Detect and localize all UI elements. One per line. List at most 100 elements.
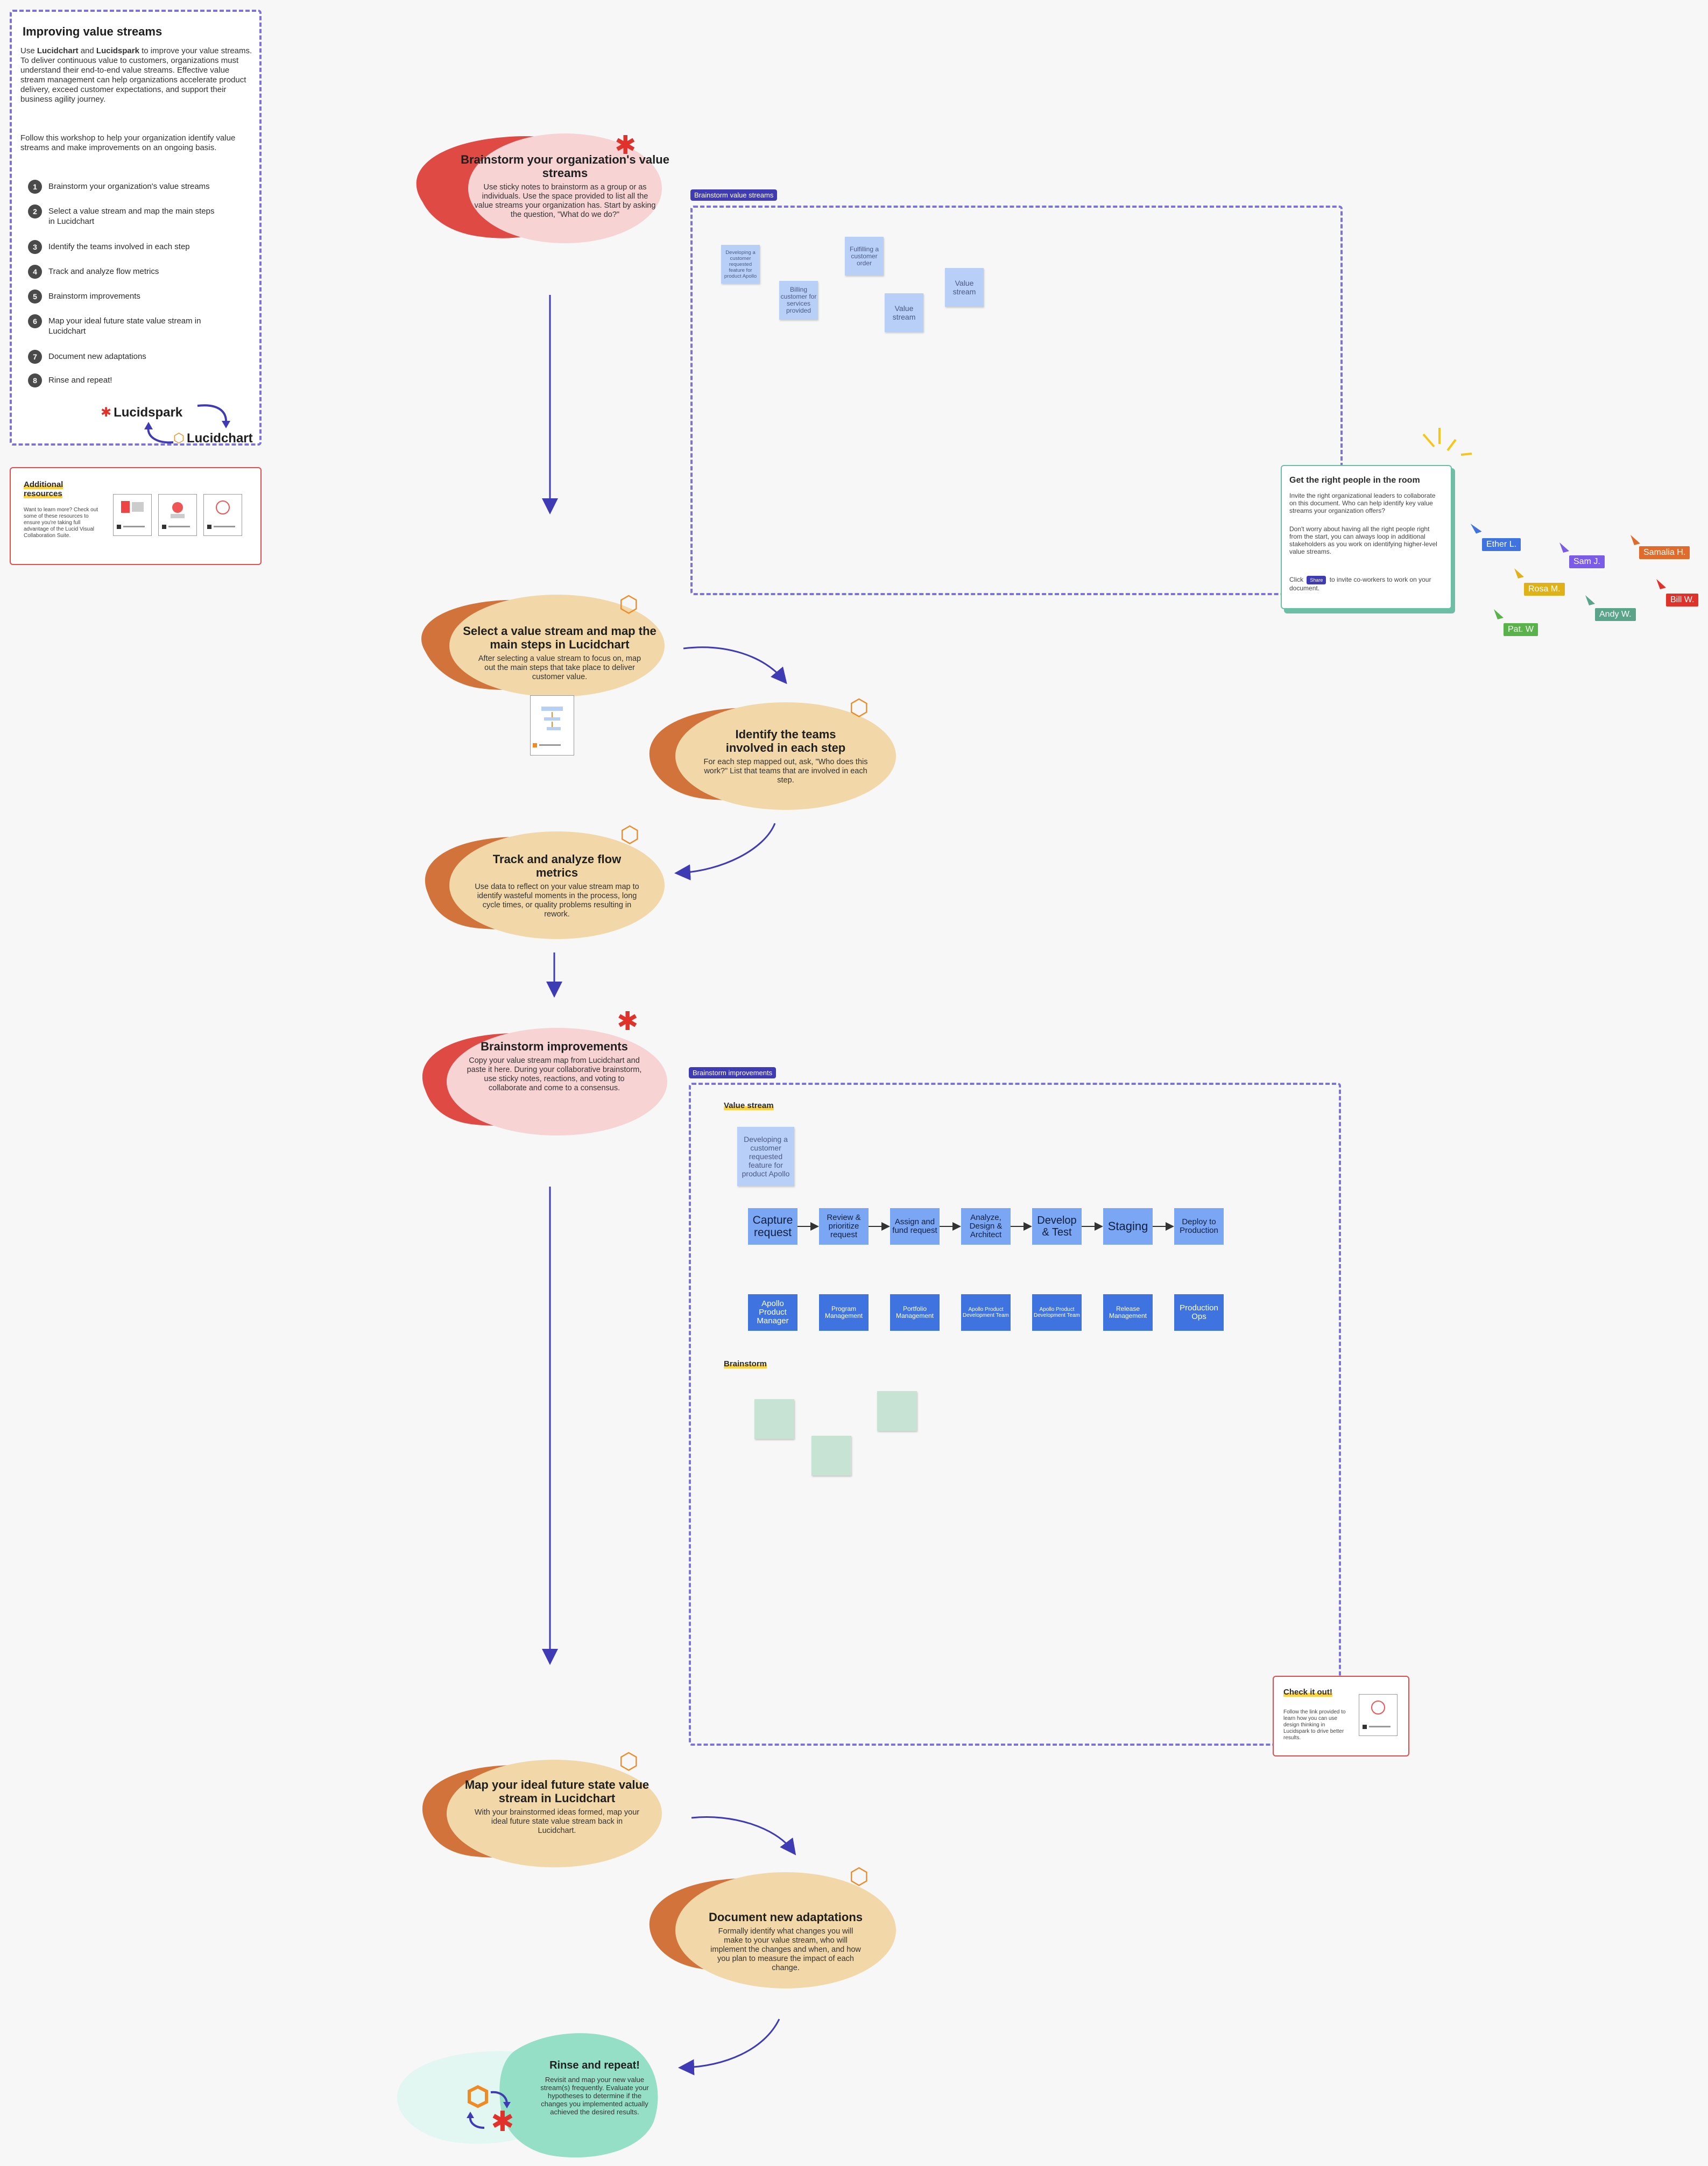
step-4-title: Track and analyze flow metrics (492, 852, 622, 879)
step-text: Select a value stream and map the main s… (48, 207, 215, 226)
intro-paragraph: Use Lucidchart and Lucidspark to improve… (20, 46, 252, 104)
step-7-blob (649, 1872, 896, 1988)
step-4-blob (425, 831, 665, 939)
sticky-note[interactable]: Value stream (945, 268, 984, 307)
step-text: Track and analyze flow metrics (48, 267, 159, 276)
step-3-blob (649, 702, 896, 810)
brainstorm-value-streams-tag[interactable]: Brainstorm value streams (690, 189, 778, 201)
step-6-title: Map your ideal future state value stream… (464, 1778, 650, 1805)
empty-sticky-note[interactable] (754, 1399, 794, 1439)
lucidspark-asterisk-icon: ✱ (615, 131, 637, 160)
team-box[interactable]: Apollo Product Development Team (961, 1294, 1011, 1331)
process-step[interactable]: Review & prioritize request (819, 1208, 869, 1245)
process-step[interactable]: Capture request (748, 1208, 797, 1245)
lucidspark-logo: ✱Lucidspark (101, 405, 183, 420)
step-number: 2 (28, 204, 42, 218)
step-text: Identify the teams involved in each step (48, 242, 190, 251)
brainstorm-improvements-frame[interactable] (689, 1083, 1341, 1746)
check-it-out-card: Check it out! Follow the link provided t… (1273, 1676, 1409, 1756)
step-1-body: Use sticky notes to brainstorm as a grou… (474, 183, 656, 219)
process-step[interactable]: Assign and fund request (890, 1208, 940, 1245)
process-step[interactable]: Deploy to Production (1174, 1208, 1224, 1245)
sticky-note[interactable]: Developing a customer requested feature … (721, 245, 760, 284)
share-button[interactable]: Share (1307, 576, 1326, 584)
team-box[interactable]: Apollo Product Development Team (1032, 1294, 1082, 1331)
lucidchart-hexagon-icon: ⬡ (619, 591, 639, 617)
sticky-note[interactable]: Fulfilling a customer order (845, 237, 884, 276)
resource-thumbnail[interactable] (113, 494, 152, 536)
step-3-title: Identify the teams involved in each step (725, 728, 846, 754)
team-box[interactable]: Release Management (1103, 1294, 1153, 1331)
step-number: 6 (28, 314, 42, 328)
sticky-note[interactable]: Value stream (885, 293, 923, 332)
step-text: Brainstorm improvements (48, 292, 140, 301)
step-5-title: Brainstorm improvements (481, 1040, 628, 1053)
step-number: 3 (28, 240, 42, 254)
empty-sticky-note[interactable] (811, 1436, 851, 1476)
step-text: Brainstorm your organization's value str… (48, 182, 210, 191)
process-step[interactable]: Develop & Test (1032, 1208, 1082, 1245)
get-people-title: Get the right people in the room (1289, 476, 1420, 485)
svg-text:✱: ✱ (491, 2106, 514, 2135)
step-7-body: Formally identify what changes you will … (710, 1927, 861, 1972)
lucidspark-asterisk-icon: ✱ (617, 1007, 639, 1036)
additional-resources-card: Additional resources Want to learn more?… (10, 467, 262, 565)
step-4-text: Track and analyze flow metrics Use data … (463, 852, 651, 919)
get-people-text-3: Click Share to invite co-workers to work… (1289, 576, 1431, 592)
lucidchart-template-thumbnail[interactable] (530, 695, 574, 756)
step-item: 3 Identify the teams involved in each ste… (28, 240, 254, 254)
get-people-text-2: Don't worry about having all the right p… (1289, 525, 1437, 555)
step-6-body: With your brainstormed ideas formed, map… (474, 1808, 640, 1835)
intro-panel: Improving value streams Use Lucidchart a… (10, 10, 262, 446)
collaborator-cursor-label: Samalia H. (1639, 546, 1690, 559)
step-2-blob (421, 595, 665, 697)
step-6-text: Map your ideal future state value stream… (463, 1778, 651, 1836)
step-7-text: Document new adaptations Formally identi… (689, 1910, 883, 1973)
step-item: 4 Track and analyze flow metrics (28, 265, 254, 279)
resource-thumbnail[interactable] (1359, 1694, 1398, 1736)
step-item: 2 Select a value stream and map the main … (28, 204, 254, 227)
lucidchart-hexagon-icon: ⬡ (619, 1748, 639, 1774)
get-people-card: Get the right people in the room Invite … (1281, 465, 1452, 609)
step-2-title: Select a value stream and map the main s… (463, 624, 657, 651)
team-box[interactable]: Program Management (819, 1294, 869, 1331)
cursor-pointers (1470, 524, 1666, 619)
step-number: 4 (28, 265, 42, 279)
process-step[interactable]: Staging (1103, 1208, 1153, 1245)
resource-thumbnail[interactable] (203, 494, 242, 536)
collaborator-cursor-label: Sam J. (1569, 555, 1605, 568)
value-stream-connectors (797, 1222, 1174, 1231)
step-2-text: Select a value stream and map the main s… (457, 624, 662, 682)
step-2-body: After selecting a value stream to focus … (478, 654, 641, 681)
collaborator-cursor-label: Ether L. (1482, 538, 1521, 551)
step-6-blob (422, 1760, 662, 1867)
lucidchart-hexagon-icon: ⬡ (620, 822, 640, 847)
team-box[interactable]: Production Ops (1174, 1294, 1224, 1331)
step-number: 1 (28, 180, 42, 194)
resource-thumbnail[interactable] (158, 494, 197, 536)
lucidchart-hexagon-icon: ⬡ (849, 1864, 869, 1889)
step-text: Rinse and repeat! (48, 376, 112, 385)
intro-paragraph-2: Follow this workshop to help your organi… (20, 133, 236, 152)
step-1-blob (416, 133, 662, 243)
brainstorm-improvements-tag[interactable]: Brainstorm improvements (689, 1067, 777, 1078)
resources-body: Want to learn more? Check out some of th… (24, 507, 98, 539)
get-people-text-1: Invite the right organizational leaders … (1289, 492, 1436, 514)
brainstorm-value-streams-frame[interactable] (690, 206, 1343, 595)
lucidchart-hexagon-icon: ⬡ (849, 695, 869, 720)
collaborator-cursor-label: Andy W. (1595, 608, 1636, 621)
team-box[interactable]: Apollo Product Manager (748, 1294, 797, 1331)
team-box[interactable]: Portfolio Management (890, 1294, 940, 1331)
step-5-body: Copy your value stream map from Lucidcha… (467, 1056, 642, 1092)
step-1-text: Brainstorm your organization's value str… (449, 153, 681, 220)
sticky-note[interactable]: Developing a customer requested feature … (737, 1127, 794, 1186)
intro-title: Improving value streams (23, 25, 163, 38)
step-5-blob (422, 1028, 667, 1135)
sticky-note[interactable]: Billing customer for services provided (779, 281, 818, 320)
step-text: Map your ideal future state value stream… (48, 316, 201, 336)
empty-sticky-note[interactable] (877, 1391, 917, 1431)
process-step[interactable]: Analyze, Design & Architect (961, 1208, 1011, 1245)
